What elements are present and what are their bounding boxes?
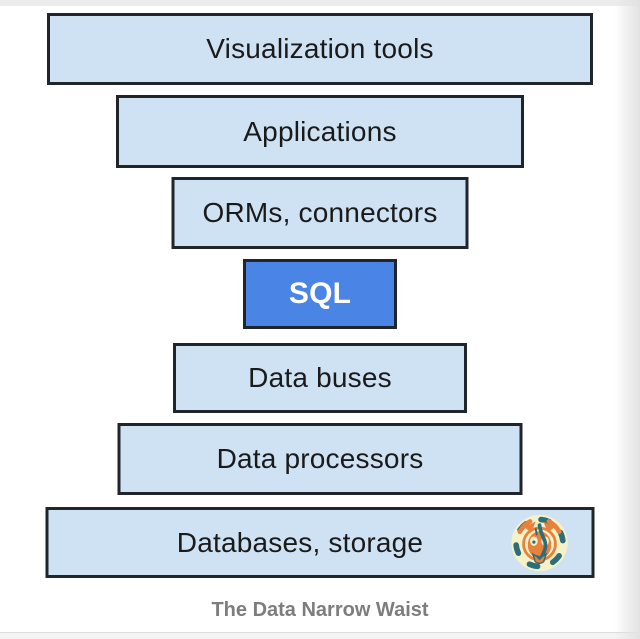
layer-orms-connectors: ORMs, connectors — [171, 177, 469, 249]
top-edge-strip — [0, 0, 640, 6]
layer-data-buses: Data buses — [173, 343, 467, 413]
layer-label: Data buses — [248, 362, 392, 393]
layer-label: Visualization tools — [206, 33, 434, 64]
right-edge-gradient — [614, 0, 640, 639]
layer-label: SQL — [288, 277, 352, 310]
layer-applications: Applications — [116, 95, 524, 168]
layer-label: Applications — [243, 115, 397, 147]
layer-label: Data processors — [216, 443, 424, 474]
bottom-edge-strip — [0, 632, 640, 639]
layer-label: ORMs, connectors — [202, 197, 438, 228]
diagram-caption: The Data Narrow Waist — [211, 599, 429, 621]
layer-data-processors: Data processors — [117, 423, 523, 495]
layer-databases-storage: Databases, storage — [45, 507, 595, 578]
layer-visualization-tools: Visualization tools — [47, 13, 593, 85]
tiger-logo-icon — [511, 514, 568, 571]
layer-label: Databases, storage — [176, 526, 424, 558]
layer-sql-narrow-waist: SQL — [243, 259, 397, 329]
